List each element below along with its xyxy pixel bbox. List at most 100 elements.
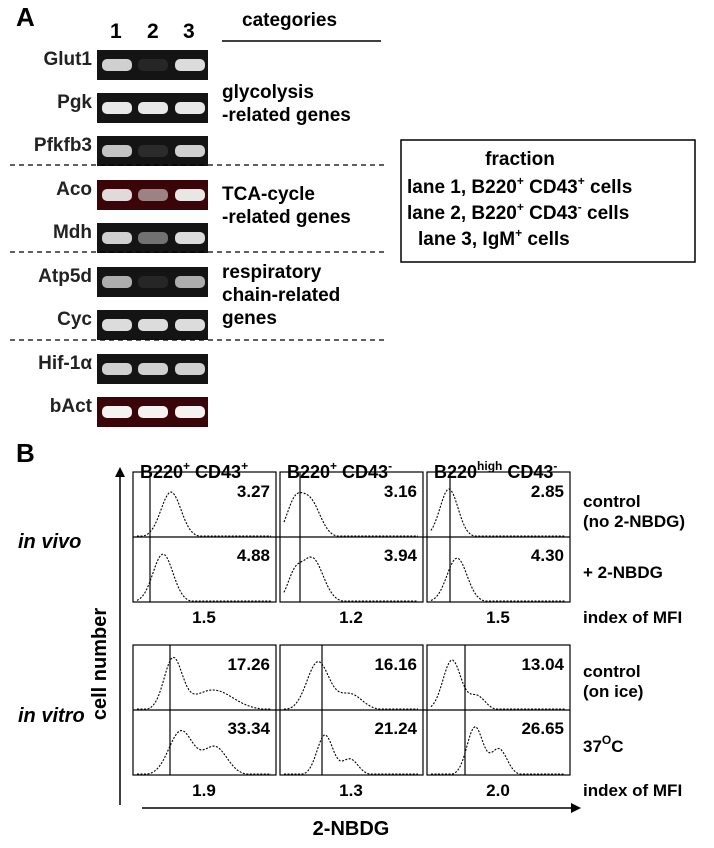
vitro-warm-label: 37OC: [583, 733, 624, 756]
cat-resp-line1: respiratory: [222, 262, 322, 283]
histogram-curve: [137, 656, 271, 710]
legend-lane-1: lane 1, B220+ CD43+ cells: [407, 174, 632, 198]
x-axis-label: 2-NBDG: [313, 818, 390, 840]
histogram-curve: [431, 726, 565, 775]
vitro-mfi-label: index of MFI: [583, 781, 682, 800]
gel-band: [175, 406, 205, 418]
cat-tca-line2: -related genes: [222, 207, 351, 228]
histogram-curve: [136, 553, 271, 602]
vivo-nbdg-value-1: 4.88: [237, 546, 270, 565]
histogram-curve: [137, 491, 271, 537]
histogram-curve: [430, 557, 565, 602]
gel-band: [138, 59, 168, 71]
vitro-mfi-3: 2.0: [486, 781, 510, 800]
histogram-curve: [284, 734, 418, 775]
gene-label-atp5d: Atp5d: [38, 266, 92, 287]
gel-band: [175, 189, 205, 201]
panel-a-letter: A: [16, 2, 35, 32]
vitro-warm-value-1: 33.34: [227, 719, 270, 738]
gel-band: [138, 102, 168, 114]
vitro-control-value-2: 16.16: [374, 655, 417, 674]
lane-number-3: 3: [183, 20, 195, 43]
gel-band: [138, 189, 168, 201]
gene-label-bact: bAct: [50, 396, 93, 417]
vivo-nbdg-label: + 2-NBDG: [583, 563, 663, 582]
gel-band: [175, 363, 205, 375]
cat-tca-line1: TCA-cycle: [222, 184, 315, 205]
vivo-control-label-1: control: [583, 492, 641, 511]
gel-band: [138, 363, 168, 375]
gel-band: [102, 319, 132, 331]
column-header-3: B220high CD43-: [434, 459, 557, 482]
column-header-1: B220+ CD43+: [140, 459, 248, 482]
gel-band: [102, 59, 132, 71]
gel-band: [102, 363, 132, 375]
gel-band: [175, 145, 205, 157]
gel-strips: [97, 50, 208, 427]
gel-band: [175, 276, 205, 288]
vivo-control-value-3: 2.85: [531, 482, 564, 501]
vivo-mfi-3: 1.5: [486, 608, 510, 627]
gel-band: [175, 319, 205, 331]
gel-band: [102, 189, 132, 201]
categories-header: categories: [242, 10, 337, 31]
gel-band: [102, 102, 132, 114]
vitro-control-label-1: control: [583, 662, 641, 681]
gene-label-glut1: Glut1: [43, 49, 92, 70]
legend-title: fraction: [485, 149, 555, 170]
gel-band: [102, 406, 132, 418]
fraction-legend-box: [400, 139, 696, 263]
gene-label-hif1a: Hif-1α: [38, 353, 92, 374]
vitro-control-value-3: 13.04: [521, 655, 564, 674]
gel-band: [138, 232, 168, 244]
vitro-warm-value-2: 21.24: [374, 719, 417, 738]
gene-label-cyc: Cyc: [57, 309, 92, 330]
vitro-control-label-2: (on ice): [583, 682, 643, 701]
cat-resp-line2: chain-related: [222, 285, 340, 306]
cat-glycolysis-line2: -related genes: [222, 105, 351, 126]
vivo-nbdg-value-2: 3.94: [384, 546, 418, 565]
vivo-control-value-2: 3.16: [384, 482, 417, 501]
gel-band: [175, 102, 205, 114]
vivo-mfi-label: index of MFI: [583, 608, 682, 627]
gel-band: [175, 59, 205, 71]
cat-resp-line3: genes: [222, 308, 277, 329]
gene-label-aco: Aco: [56, 179, 92, 200]
gel-band: [102, 232, 132, 244]
lane-number-2: 2: [147, 20, 159, 43]
vivo-nbdg-value-3: 4.30: [531, 546, 564, 565]
histogram-curve: [430, 659, 565, 710]
gel-band: [138, 145, 168, 157]
gel-band: [102, 276, 132, 288]
column-header-2: B220+ CD43-: [287, 459, 392, 482]
in-vivo-label: in vivo: [18, 531, 81, 553]
panel-b-letter: B: [16, 438, 35, 468]
vivo-control-label-2: (no 2-NBDG): [583, 512, 685, 531]
vivo-mfi-1: 1.5: [192, 608, 216, 627]
gene-label-pgk: Pgk: [57, 92, 92, 113]
in-vitro-label: in vitro: [18, 705, 85, 727]
gel-band: [102, 145, 132, 157]
vitro-mfi-1: 1.9: [192, 781, 216, 800]
histogram-curve: [137, 729, 271, 775]
legend-lane-2: lane 2, B220+ CD43- cells: [407, 200, 629, 224]
histogram-curve: [430, 488, 565, 537]
lane-number-1: 1: [110, 20, 122, 43]
cat-glycolysis-line1: glycolysis: [222, 82, 314, 103]
vivo-control-value-1: 3.27: [237, 482, 270, 501]
gel-band: [138, 319, 168, 331]
gene-label-pfkfb3: Pfkfb3: [34, 135, 92, 156]
vitro-control-value-1: 17.26: [227, 655, 270, 674]
legend-lane-3: lane 3, IgM+ cells: [418, 226, 570, 250]
gel-band: [138, 406, 168, 418]
vitro-warm-value-3: 26.65: [521, 719, 564, 738]
gene-label-mdh: Mdh: [53, 222, 92, 243]
histogram-frames: [132, 471, 571, 776]
vitro-mfi-2: 1.3: [339, 781, 363, 800]
gel-band: [175, 232, 205, 244]
y-axis-label: cell number: [89, 608, 111, 720]
vivo-mfi-2: 1.2: [339, 608, 363, 627]
gel-band: [138, 276, 168, 288]
